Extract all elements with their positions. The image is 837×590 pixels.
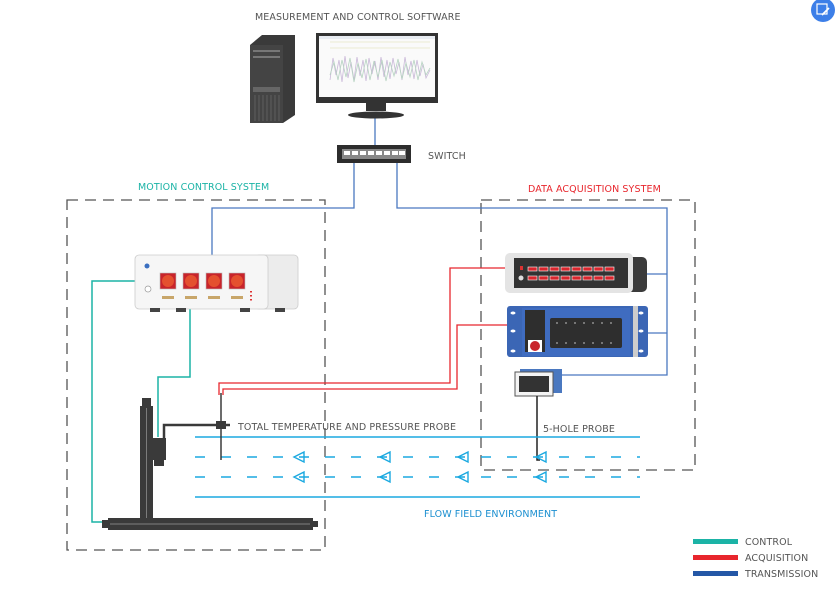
network-switch	[337, 145, 411, 163]
flow-arrow-icon	[292, 450, 547, 464]
flow-field	[195, 436, 640, 498]
edit-document-icon[interactable]	[811, 0, 835, 22]
transmission-lines	[211, 112, 668, 376]
legend: CONTROL ACQUISITION TRANSMISSION	[693, 537, 818, 580]
acquisition-lines	[218, 267, 509, 395]
motion-controller	[134, 254, 299, 312]
legend-swatch-transmission	[693, 571, 738, 576]
legend-label-control: CONTROL	[745, 537, 793, 548]
switch-label: SWITCH	[428, 151, 466, 162]
daq-system-label: DATA ACQUISITION SYSTEM	[528, 184, 661, 195]
traverse-rig	[102, 393, 318, 530]
monitor	[316, 33, 438, 119]
motion-system-label: MOTION CONTROL SYSTEM	[138, 182, 269, 193]
legend-swatch-control	[693, 539, 738, 544]
five-hole-probe-label: 5-HOLE PROBE	[543, 424, 615, 435]
title: MEASUREMENT AND CONTROL SOFTWARE	[255, 12, 461, 23]
probe-display	[514, 369, 562, 461]
daq-boundary	[480, 199, 696, 471]
legend-label-acquisition: ACQUISITION	[745, 553, 808, 564]
daq-unit-2	[507, 306, 648, 357]
flow-arrow-icon	[292, 470, 547, 484]
legend-label-transmission: TRANSMISSION	[744, 569, 818, 580]
daq-unit-1	[505, 253, 647, 293]
control-lines	[91, 280, 191, 523]
flow-field-label: FLOW FIELD ENVIRONMENT	[424, 509, 557, 520]
motion-control-boundary	[66, 199, 326, 551]
total-probe-label: TOTAL TEMPERATURE AND PRESSURE PROBE	[237, 422, 456, 433]
legend-swatch-acquisition	[693, 555, 738, 560]
pc-tower	[250, 35, 295, 123]
